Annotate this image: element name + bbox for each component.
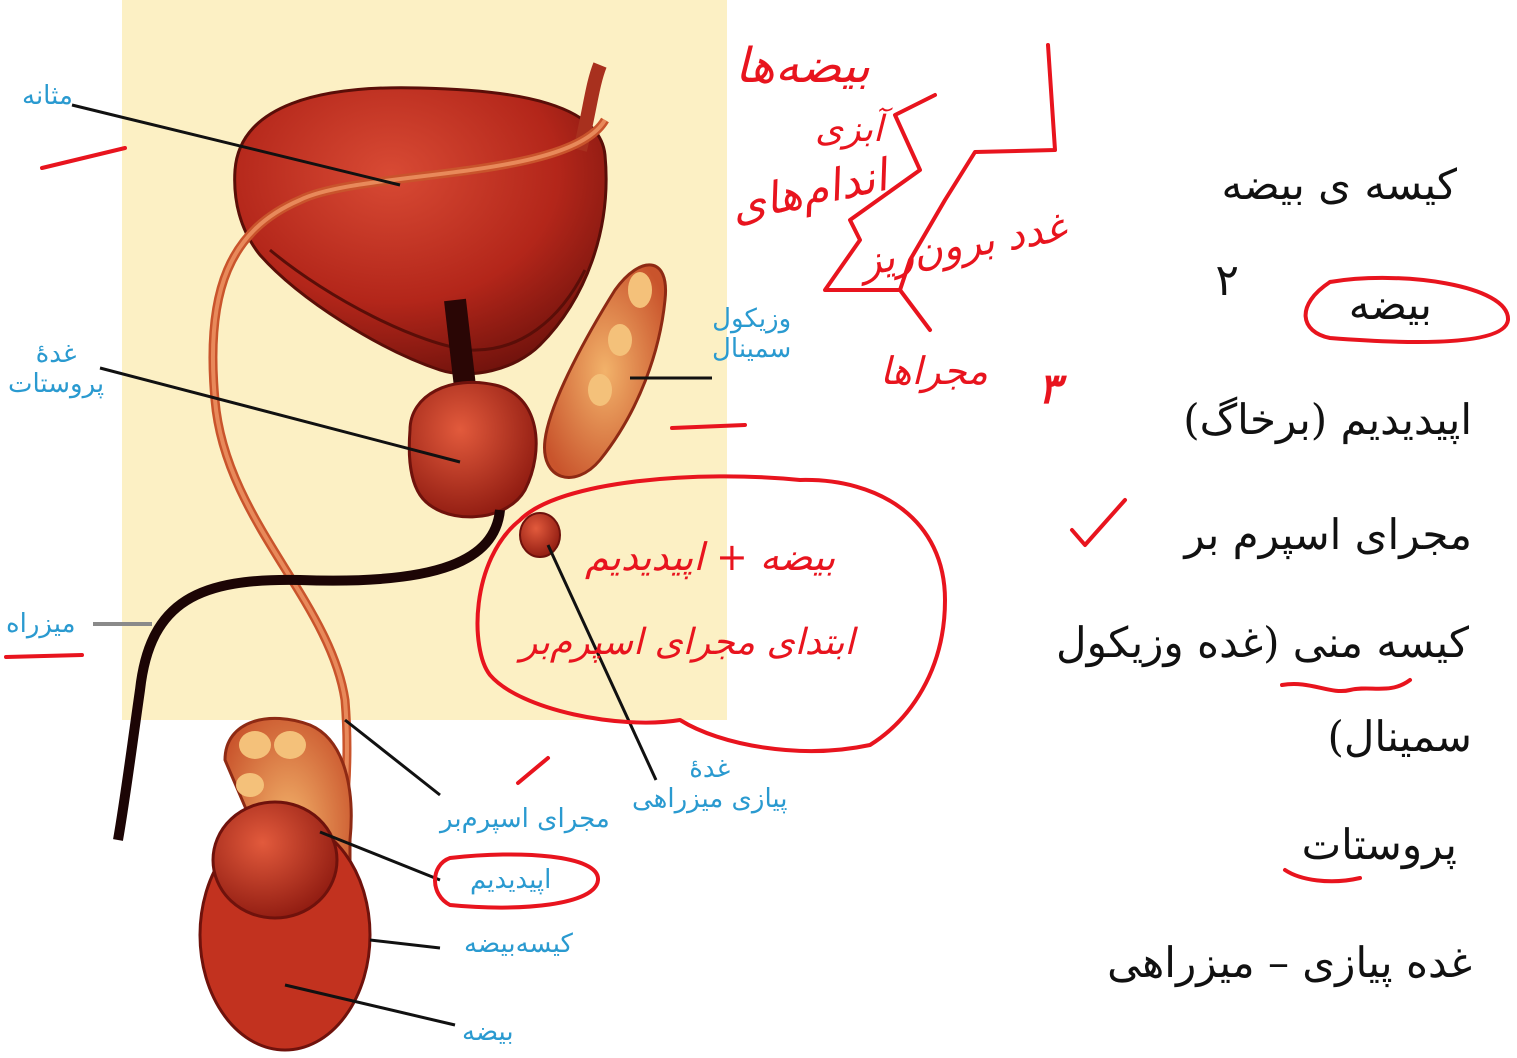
hand-ducts-count: ۳ [1038,368,1061,410]
term-seminal-vesicle-line1: کیسه منی (غده وزیکول [1056,618,1469,668]
term-bulbourethral: غده پیازی – میزراهی [1107,938,1472,988]
hand-ducts: مجراها [880,352,988,390]
hand-cloud-line2: ابتدای مجرای اسپرم‌بر [520,625,854,661]
hand-organs-upper: آبزی [815,112,883,148]
hand-testes: بیضه‌ها [735,42,870,90]
term-number-two: ۲ [1215,255,1239,308]
term-testis: بیضه [1349,280,1432,330]
term-seminal-vesicle-line2: سمینال) [1327,712,1472,762]
term-vas-deferens: مجرای اسپرم بر [1184,510,1472,560]
term-epididymis: اپیدیدیم (برخاگ) [1183,395,1472,445]
term-scrotum: کیسه ی بیضه [1221,160,1457,210]
hand-cloud-line1: بیضه + اپیدیدیم [585,538,835,576]
term-prostate: پروستات [1302,820,1457,870]
